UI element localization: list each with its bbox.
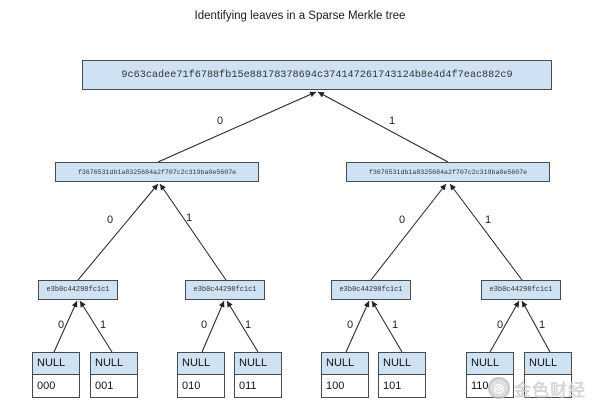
leaf-path: 000	[37, 380, 56, 392]
level1-node-left: f3676531db1a8325684a2f707c2c319ba0e5607e	[55, 162, 259, 182]
leaf-value: NULL	[322, 353, 368, 375]
edge-l2-4-right	[521, 300, 551, 353]
edge-label-l1a-right: 1	[185, 212, 193, 224]
edge-l2-2-left	[201, 300, 225, 353]
edge-label-root-left: 0	[216, 115, 224, 127]
leaf-node: NULL 110	[466, 352, 514, 398]
leaf-node: NULL 001	[90, 352, 138, 398]
edge-l1b-right	[449, 183, 523, 281]
leaf-path: 001	[95, 380, 114, 392]
edge-l1a-left	[77, 183, 159, 281]
edge-label-l2-4-right: 1	[538, 319, 546, 331]
leaf-path: 010	[182, 380, 201, 392]
edge-l1a-right	[159, 183, 227, 281]
edge-label-l2-4-left: 0	[496, 319, 504, 331]
level2-node-2: e3b0c44298fc1c1	[185, 280, 265, 300]
leaf-path: 101	[383, 380, 402, 392]
root-node: 9c63cadee71f6788fb15e88178378694c3741472…	[82, 60, 552, 90]
edge-label-root-right: 1	[388, 115, 396, 127]
leaf-path: 110	[471, 380, 489, 392]
level2-node-4: e3b0c44298fc1c1	[481, 280, 561, 300]
edge-l2-4-left	[489, 300, 520, 353]
leaf-path: 100	[326, 380, 345, 392]
edge-label-l1b-right: 1	[484, 214, 492, 226]
leaf-value: NULL	[91, 353, 137, 375]
leaf-path: 011	[239, 380, 257, 392]
jinse-logo-icon: ◎	[488, 377, 510, 399]
edge-label-l2-1-left: 0	[57, 319, 65, 331]
edge-l2-2-right	[226, 300, 259, 353]
edge-label-l1b-left: 0	[398, 214, 406, 226]
level1-node-right: f3676531db1a8325684a2f707c2c319ba0e5607e	[346, 162, 550, 182]
leaf-node: NULL 000	[32, 352, 80, 398]
watermark: ◎ 金色财经	[488, 374, 598, 402]
leaf-node: NULL 010	[177, 352, 225, 398]
level2-node-3: e3b0c44298fc1c1	[331, 280, 411, 300]
leaf-node: NULL 101	[378, 352, 426, 398]
leaf-node: NULL 011	[234, 352, 282, 398]
leaf-node: NULL	[524, 352, 572, 398]
leaf-value: NULL	[525, 353, 571, 375]
leaf-value: NULL	[178, 353, 224, 375]
edge-label-l2-2-left: 0	[200, 319, 208, 331]
edge-l2-3-right	[371, 300, 403, 353]
leaf-value: NULL	[467, 353, 513, 375]
edge-l2-1-left	[53, 300, 78, 353]
edge-root-left	[157, 91, 317, 163]
leaf-value: NULL	[379, 353, 425, 375]
edge-label-l2-2-right: 1	[244, 319, 252, 331]
level2-node-1: e3b0c44298fc1c1	[38, 280, 118, 300]
leaf-value: NULL	[33, 353, 79, 375]
edge-l2-3-left	[345, 300, 370, 353]
edge-l2-1-right	[79, 300, 113, 353]
edge-label-l2-1-right: 1	[99, 319, 107, 331]
edge-l1b-left	[370, 183, 447, 281]
edge-label-l2-3-right: 1	[391, 319, 399, 331]
edge-label-l1a-left: 0	[106, 214, 114, 226]
leaf-node: NULL 100	[321, 352, 369, 398]
leaf-value: NULL	[235, 353, 281, 375]
edge-root-right	[317, 91, 449, 163]
diagram-title: Identifying leaves in a Sparse Merkle tr…	[194, 10, 406, 22]
edge-label-l2-3-left: 0	[346, 319, 354, 331]
watermark-text: 金色财经	[514, 380, 586, 401]
